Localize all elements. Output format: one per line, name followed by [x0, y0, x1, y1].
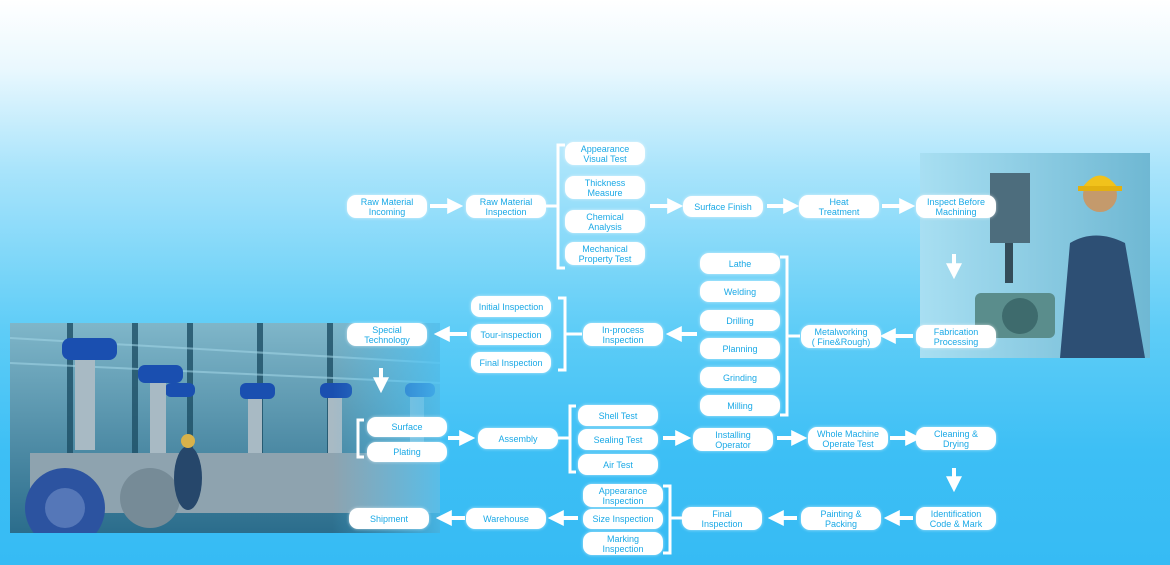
node-marking-inspection: Marking Inspection	[583, 532, 663, 555]
node-raw-material-inspection: Raw Material Inspection	[466, 195, 546, 218]
node-inspect-before-machining: Inspect Before Machining	[916, 195, 996, 218]
node-cleaning-drying: Cleaning & Drying	[916, 427, 996, 450]
node-initial-inspection: Initial Inspection	[471, 296, 551, 317]
node-sealing-test: Sealing Test	[578, 429, 658, 450]
node-raw-material-incoming: Raw Material Incoming	[347, 195, 427, 218]
node-heat-treatment: Heat Treatment	[799, 195, 879, 218]
node-whole-machine-operate-test: Whole Machine Operate Test	[808, 427, 888, 450]
node-metalworking: Metalworking ( Fine&Rough)	[801, 325, 881, 348]
worker-photo	[920, 153, 1150, 358]
bracket	[356, 418, 364, 459]
node-welding: Welding	[700, 281, 780, 302]
node-final-inspection: Final Inspection	[682, 507, 762, 530]
factory-photo	[10, 323, 440, 533]
node-air-test: Air Test	[578, 454, 658, 475]
node-grinding: Grinding	[700, 367, 780, 388]
node-in-process-inspection: In-process Inspection	[583, 323, 663, 346]
node-surface: Surface	[367, 417, 447, 437]
node-drilling: Drilling	[700, 310, 780, 331]
node-mechanical-property-test: Mechanical Property Test	[565, 242, 645, 265]
node-size-inspection: Size Inspection	[583, 509, 663, 529]
node-final-inspection-small: Final Inspection	[471, 352, 551, 373]
bracket	[780, 255, 789, 417]
node-special-technology: Special Technology	[347, 323, 427, 346]
node-shipment: Shipment	[349, 508, 429, 529]
node-shell-test: Shell Test	[578, 405, 658, 426]
node-lathe: Lathe	[700, 253, 780, 274]
node-fabrication-processing: Fabrication Processing	[916, 325, 996, 348]
node-planning: Planning	[700, 338, 780, 359]
node-assembly: Assembly	[478, 428, 558, 449]
node-plating: Plating	[367, 442, 447, 462]
bracket	[568, 404, 576, 474]
node-painting-packing: Painting & Packing	[801, 507, 881, 530]
node-surface-finish: Surface Finish	[683, 196, 763, 217]
node-installing-operator: Installing Operator	[693, 428, 773, 451]
node-tour-inspection: Tour-inspection	[471, 324, 551, 345]
bracket	[556, 143, 565, 270]
node-identification-code-mark: Identification Code & Mark	[916, 507, 996, 530]
bracket	[663, 484, 672, 555]
node-milling: Milling	[700, 395, 780, 416]
bracket	[558, 296, 567, 372]
node-appearance-visual-test: Appearance Visual Test	[565, 142, 645, 165]
node-thickness-measure: Thickness Measure	[565, 176, 645, 199]
node-warehouse: Warehouse	[466, 508, 546, 529]
node-chemical-analysis: Chemical Analysis	[565, 210, 645, 233]
node-appearance-inspection: Appearance Inspection	[583, 484, 663, 507]
